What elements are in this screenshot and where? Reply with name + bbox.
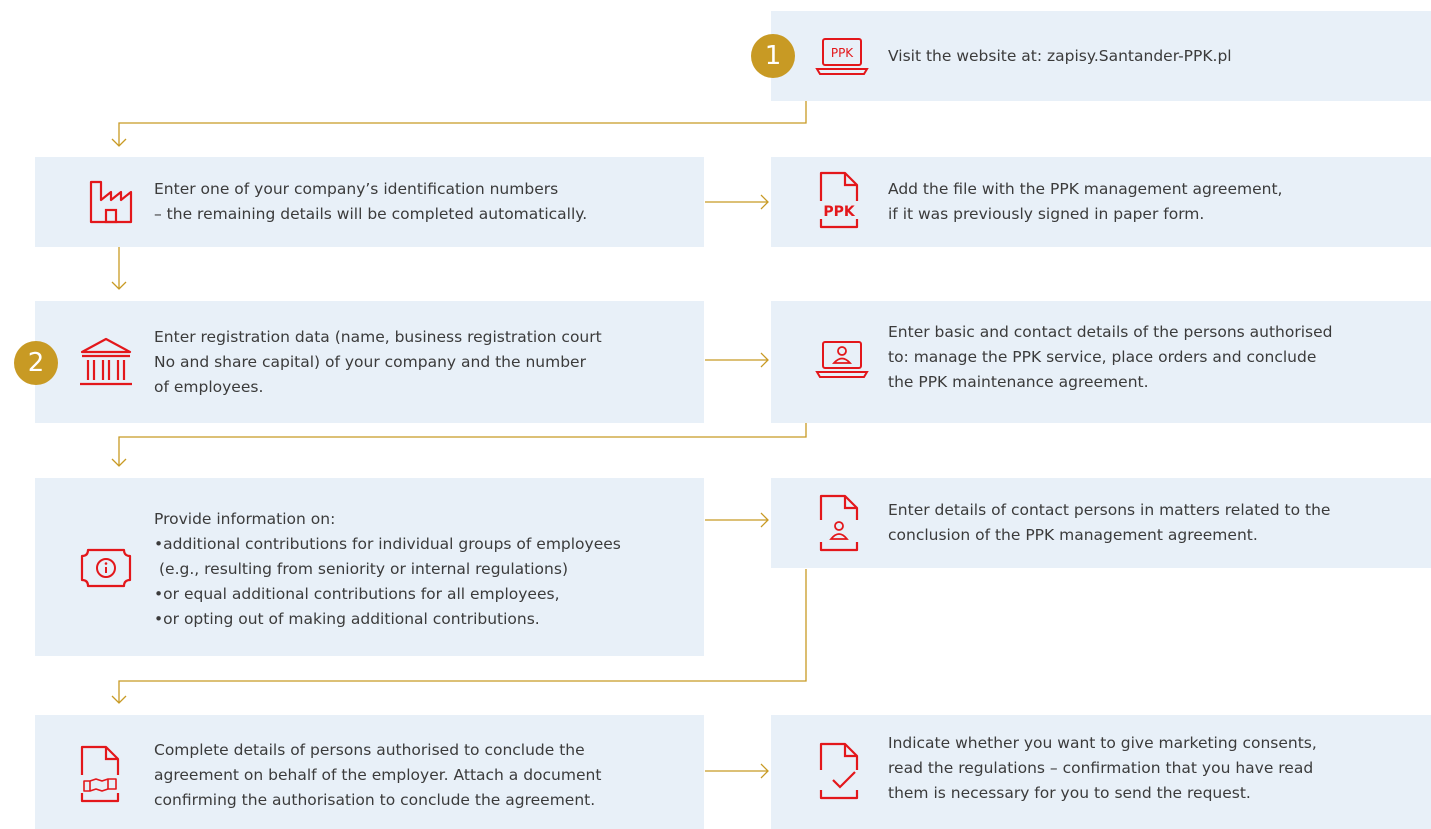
step-registration-text: Enter registration data (name, business …: [154, 325, 602, 400]
step-add-file-text: Add the file with the PPK management agr…: [888, 177, 1282, 227]
step-consents-box: [771, 715, 1431, 829]
text-line: confirming the authorisation to conclude…: [154, 791, 596, 809]
arrowhead: [111, 281, 127, 290]
laptop-ppk-icon: PPK: [815, 37, 871, 81]
text-line: No and share capital) of your company an…: [154, 353, 586, 371]
text-line: Enter registration data (name, business …: [154, 328, 602, 346]
list-item: •or opting out of making additional cont…: [154, 610, 540, 628]
text-line: them is necessary for you to send the re…: [888, 784, 1251, 802]
list-item: •additional contributions for individual…: [154, 535, 621, 553]
arrowhead: [760, 194, 769, 210]
arrowhead: [111, 458, 127, 467]
connector-authorised-to-contributions: [118, 423, 807, 466]
step-contributions-text: Provide information on: •additional cont…: [154, 507, 621, 632]
document-ppk-label: PPK: [823, 204, 856, 220]
document-person-icon: [817, 494, 861, 556]
step-add-file-box: [771, 157, 1431, 247]
text-line: read the regulations – confirmation that…: [888, 759, 1314, 777]
list-item-text: (e.g., resulting from seniority or inter…: [159, 560, 568, 578]
step-authorised-text: Enter basic and contact details of the p…: [888, 320, 1332, 395]
list-item-text: or equal additional contributions for al…: [163, 585, 560, 603]
bank-building-icon: [78, 336, 134, 392]
step-company-id-text: Enter one of your company’s identificati…: [154, 177, 587, 227]
text-line: Enter one of your company’s identificati…: [154, 180, 559, 198]
arrowhead: [760, 512, 769, 528]
step-registration-box: [35, 301, 704, 423]
list-item-continuation: (e.g., resulting from seniority or inter…: [154, 557, 621, 582]
step-contributions-box: [35, 478, 704, 656]
list-intro: Provide information on:: [154, 510, 336, 528]
step-contact-persons-text: Enter details of contact persons in matt…: [888, 498, 1330, 548]
text-line: Complete details of persons authorised t…: [154, 741, 585, 759]
step-authorised-box: [771, 301, 1431, 423]
arrowhead: [111, 695, 127, 704]
step-company-id-box: [35, 157, 704, 247]
text-line: of employees.: [154, 378, 264, 396]
arrowhead: [111, 138, 127, 147]
step-visit-text: Visit the website at: zapisy.Santander-P…: [888, 47, 1232, 65]
step-employer-auth-text: Complete details of persons authorised t…: [154, 738, 601, 813]
text-line: agreement on behalf of the employer. Att…: [154, 766, 602, 784]
text-line: to: manage the PPK service, place orders…: [888, 348, 1317, 366]
arrowhead: [760, 763, 769, 779]
text-line: Indicate whether you want to give market…: [888, 734, 1317, 752]
text-line: the PPK maintenance agreement.: [888, 373, 1149, 391]
factory-icon: [87, 178, 135, 228]
list-item-text: additional contributions for individual …: [163, 535, 621, 553]
laptop-person-icon: [815, 340, 871, 384]
text-line: Enter basic and contact details of the p…: [888, 323, 1333, 341]
step-contact-persons-box: [771, 478, 1431, 568]
list-item: •or equal additional contributions for a…: [154, 585, 560, 603]
text-line: conclusion of the PPK management agreeme…: [888, 526, 1258, 544]
step-number-badge-1: 1: [751, 34, 795, 78]
document-check-icon: [817, 742, 861, 804]
laptop-ppk-label: PPK: [831, 46, 854, 60]
list-item-text: or opting out of making additional contr…: [163, 610, 540, 628]
connector-contact-persons-to-employer-auth: [118, 569, 807, 703]
step-employer-auth-box: [35, 715, 704, 829]
text-line: if it was previously signed in paper for…: [888, 205, 1205, 223]
banknote-info-icon: [78, 548, 134, 592]
text-line: – the remaining details will be complete…: [154, 205, 588, 223]
connector-visit-to-company-id: [118, 101, 807, 145]
document-handshake-icon: [78, 745, 122, 807]
arrowhead: [760, 352, 769, 368]
step-visit-box: [771, 11, 1431, 101]
step-number-badge-2: 2: [14, 341, 58, 385]
text-line: Add the file with the PPK management agr…: [888, 180, 1283, 198]
text-line: Enter details of contact persons in matt…: [888, 501, 1331, 519]
document-ppk-icon: PPK: [817, 171, 861, 233]
step-consents-text: Indicate whether you want to give market…: [888, 731, 1317, 806]
